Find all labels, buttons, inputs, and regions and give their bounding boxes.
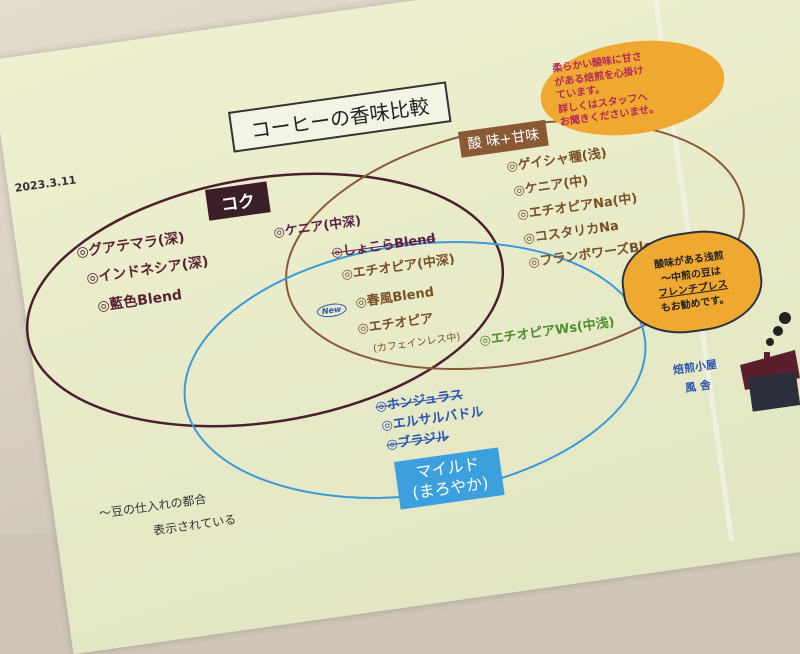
house-icon [740,312,800,412]
koku-circle [25,172,505,428]
